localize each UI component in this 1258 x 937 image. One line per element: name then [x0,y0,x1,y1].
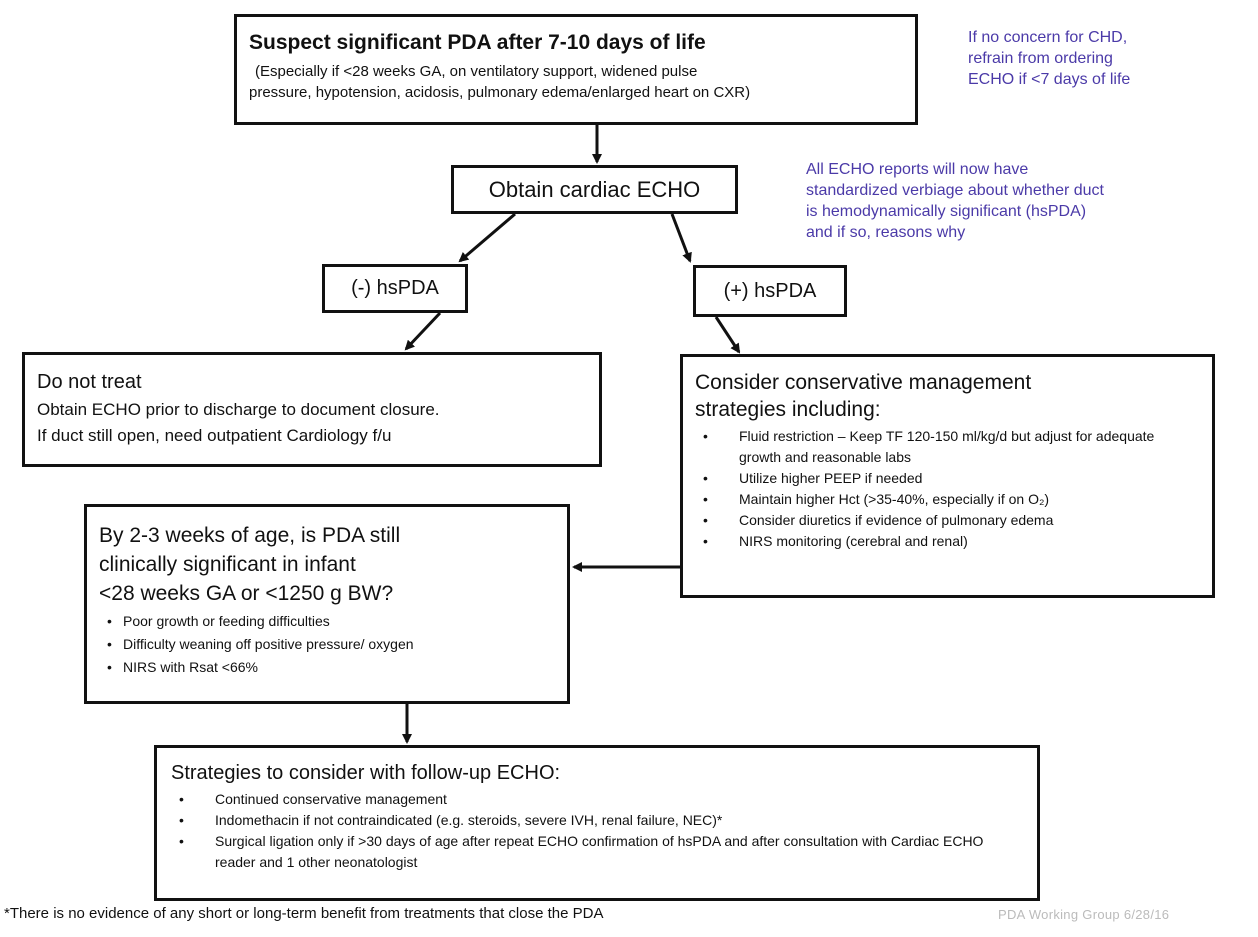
arrow-echo-to-neg [458,212,516,263]
chd-note: If no concern for CHD, refrain from orde… [968,29,1131,88]
do-not-treat-title: Do not treat [37,371,142,393]
conservative-title-2: strategies including: [695,398,881,421]
echo-report-note: All ECHO reports will now have standardi… [806,161,1104,241]
list-item: Poor growth or feeding difficulties [99,610,555,633]
question-line-2: clinically significant in infant [99,553,356,576]
list-item: Consider diuretics if evidence of pulmon… [695,510,1200,531]
footnote: *There is no evidence of any short or lo… [4,905,604,922]
question-line-3: <28 weeks GA or <1250 g BW? [99,582,394,605]
conservative-list: Fluid restriction – Keep TF 120-150 ml/k… [695,426,1200,552]
list-item: Surgical ligation only if >30 days of ag… [171,831,1025,873]
suspect-pda-detail-1: (Especially if <28 weeks GA, on ventilat… [255,63,698,80]
positive-hspda-box: (+) hsPDA [693,265,847,317]
do-not-treat-line-1: Obtain ECHO prior to discharge to docume… [37,400,440,419]
arrow-echo-to-pos [670,213,692,263]
list-item: Maintain higher Hct (>35-40%, especially… [695,489,1200,510]
list-item: Continued conservative management [171,789,1025,810]
clinical-significance-box: By 2-3 weeks of age, is PDA still clinic… [84,504,570,704]
list-item: NIRS monitoring (cerebral and renal) [695,531,1200,552]
strategies-title: Strategies to consider with follow-up EC… [171,762,561,784]
list-item: Difficulty weaning off positive pressure… [99,633,555,656]
obtain-echo-box: Obtain cardiac ECHO [451,165,738,214]
working-group-stamp: PDA Working Group 6/28/16 [998,907,1170,922]
arrow-pos-to-conservative [714,316,741,354]
do-not-treat-box: Do not treat Obtain ECHO prior to discha… [22,352,602,467]
question-line-1: By 2-3 weeks of age, is PDA still [99,524,401,547]
strategies-list: Continued conservative management Indome… [171,789,1025,873]
list-item: Indomethacin if not contraindicated (e.g… [171,810,1025,831]
positive-hspda-label: (+) hsPDA [723,280,817,302]
list-item: Fluid restriction – Keep TF 120-150 ml/k… [695,426,1200,468]
suspect-pda-title: Suspect significant PDA after 7-10 days … [249,31,706,54]
obtain-echo-label: Obtain cardiac ECHO [488,177,701,202]
list-item: NIRS with Rsat <66% [99,656,555,679]
suspect-pda-box: Suspect significant PDA after 7-10 days … [234,14,918,125]
list-item: Utilize higher PEEP if needed [695,468,1200,489]
negative-hspda-label: (-) hsPDA [351,277,439,299]
conservative-management-box: Consider conservative management strateg… [680,354,1215,598]
negative-hspda-box: (-) hsPDA [322,264,468,313]
strategies-box: Strategies to consider with follow-up EC… [154,745,1040,901]
question-list: Poor growth or feeding difficulties Diff… [99,610,555,679]
conservative-title-1: Consider conservative management [695,371,1032,394]
arrow-neg-to-notreat [404,311,442,351]
do-not-treat-line-2: If duct still open, need outpatient Card… [37,426,392,445]
suspect-pda-detail-2: pressure, hypotension, acidosis, pulmona… [249,84,751,101]
